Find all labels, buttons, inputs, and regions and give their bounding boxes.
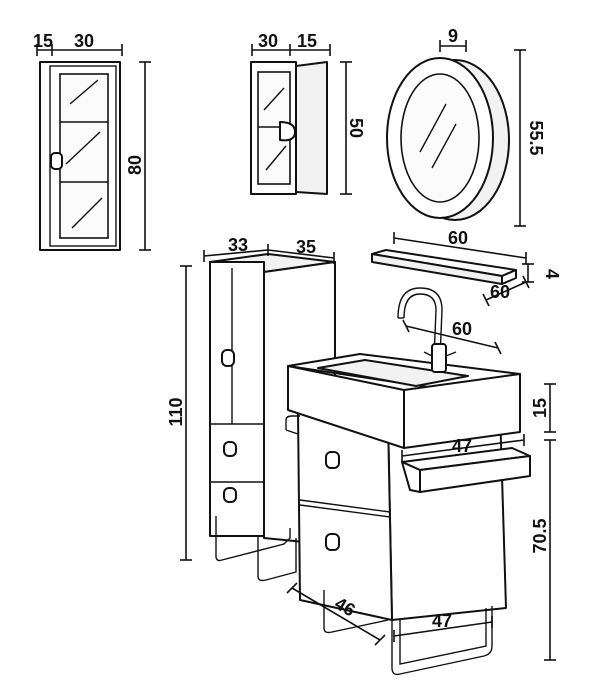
mirror-depth-label: 9 — [448, 26, 458, 46]
column-door-handle-icon — [221, 349, 235, 367]
wall-cabinet-width-label: 30 — [74, 31, 94, 51]
small-wall-cabinet — [250, 61, 328, 195]
vanity-unit — [285, 287, 531, 676]
dimension-wall-cabinet-top: 15 30 — [33, 31, 123, 56]
dimension-shelf-width: 60 — [393, 228, 527, 264]
column-depth-label: 35 — [296, 237, 316, 257]
vanity-drawer-handle-icon — [325, 451, 340, 469]
dimension-vanity-top-thickness: 15 — [530, 383, 556, 433]
dimension-mirror-depth: 9 — [439, 26, 467, 52]
vanity-top-thickness-label: 15 — [530, 398, 550, 418]
dimension-column-top: 33 35 — [203, 235, 335, 264]
mirror-diameter-label: 55.5 — [526, 120, 546, 155]
shelf-depth-label: 60 — [490, 282, 510, 302]
dimension-faucet-reach: 60 — [402, 319, 502, 355]
shelf-height-label: 4 — [542, 269, 562, 279]
dimension-vanity-base-height: 70.5 — [530, 439, 556, 661]
vanity-width-label: 47 — [432, 611, 452, 631]
faucet-icon — [397, 287, 457, 373]
column-drawer-handle-icon — [223, 487, 237, 503]
vanity-towel-bar-label: 47 — [452, 436, 472, 456]
small-cabinet-handle-icon — [279, 121, 296, 142]
dimension-column-height: 110 — [166, 265, 192, 561]
wall-cabinet-glass — [39, 61, 121, 251]
dimension-wall-cabinet-height: 80 — [125, 61, 151, 251]
small-cabinet-depth-label: 15 — [297, 31, 317, 51]
dimension-small-cabinet-top: 30 15 — [251, 31, 331, 56]
vanity-drawer-handle-icon — [325, 533, 340, 551]
wall-cabinet-height-label: 80 — [125, 155, 145, 175]
shelf-width-label: 60 — [448, 228, 468, 248]
small-cabinet-height-label: 50 — [346, 118, 366, 138]
column-drawer-handle-icon — [223, 441, 237, 457]
column-height-label: 110 — [166, 397, 186, 426]
wall-cabinet-depth-label: 15 — [33, 31, 53, 51]
dimension-shelf-depth: 60 — [482, 275, 530, 307]
dimension-small-cabinet-height: 50 — [340, 61, 366, 195]
dimension-shelf-height: 4 — [522, 263, 562, 283]
faucet-reach-label: 60 — [452, 319, 472, 339]
small-cabinet-width-label: 30 — [258, 31, 278, 51]
vanity-base-height-label: 70.5 — [530, 518, 550, 553]
dimension-vanity-towel-bar: 47 — [401, 434, 525, 462]
cabinet-knob-icon — [50, 152, 63, 170]
glass-shelf — [371, 249, 517, 285]
dimension-vanity-width: 47 — [393, 611, 493, 642]
dimension-mirror-diameter: 55.5 — [514, 49, 546, 227]
column-width-label: 33 — [228, 235, 248, 255]
round-mirror — [386, 57, 510, 221]
